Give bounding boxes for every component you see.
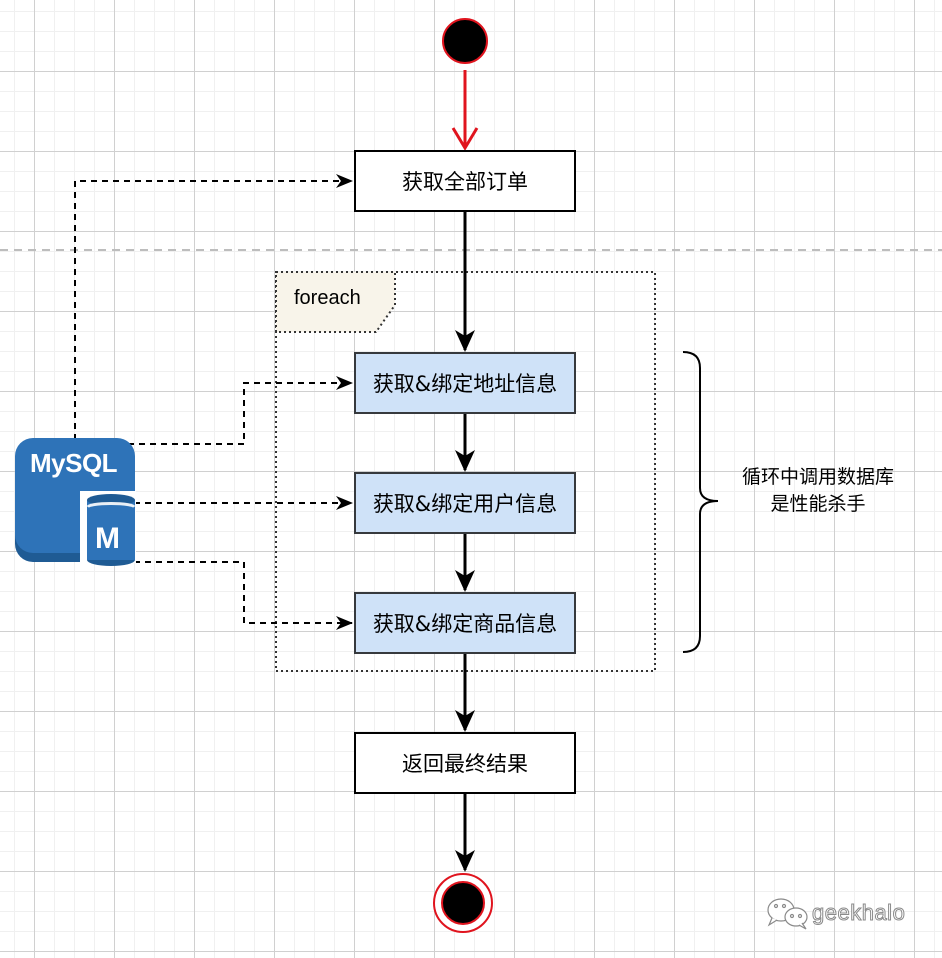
node-label: 获取&绑定用户信息: [372, 492, 558, 516]
annotation-brace: [682, 351, 719, 653]
watermark-text: geekhalo: [811, 900, 906, 926]
node-label: 获取&绑定商品信息: [372, 612, 558, 636]
wechat-icon: [767, 898, 808, 930]
foreach-frame: [275, 271, 656, 672]
mysql-badge: M: [95, 522, 120, 555]
node-get-all-orders[interactable]: 获取全部订单: [354, 150, 576, 212]
foreach-frame-label-tab: [275, 271, 396, 333]
mysql-database-icon[interactable]: [15, 438, 136, 566]
edge-db-to-product: [134, 561, 353, 630]
edge-db-to-address: [128, 376, 353, 445]
edge-db-to-orders: [74, 174, 353, 440]
node-label: 获取&绑定地址信息: [372, 372, 558, 396]
node-return-result[interactable]: 返回最终结果: [354, 732, 576, 794]
node-bind-product[interactable]: 获取&绑定商品信息: [354, 592, 576, 654]
node-label: 获取全部订单: [402, 170, 528, 194]
start-node[interactable]: [442, 18, 488, 64]
foreach-label: foreach: [294, 287, 361, 309]
annotation-line-1: 循环中调用数据库: [741, 466, 894, 488]
edge-start-arrowhead: [451, 127, 479, 151]
node-label: 返回最终结果: [402, 752, 528, 776]
annotation-line-2: 是性能杀手: [770, 493, 866, 515]
node-bind-user[interactable]: 获取&绑定用户信息: [354, 472, 576, 534]
end-node[interactable]: [441, 881, 485, 925]
mysql-label: MySQL: [30, 448, 118, 478]
node-bind-address[interactable]: 获取&绑定地址信息: [354, 352, 576, 414]
annotation-note: 循环中调用数据库 是性能杀手: [728, 464, 908, 518]
